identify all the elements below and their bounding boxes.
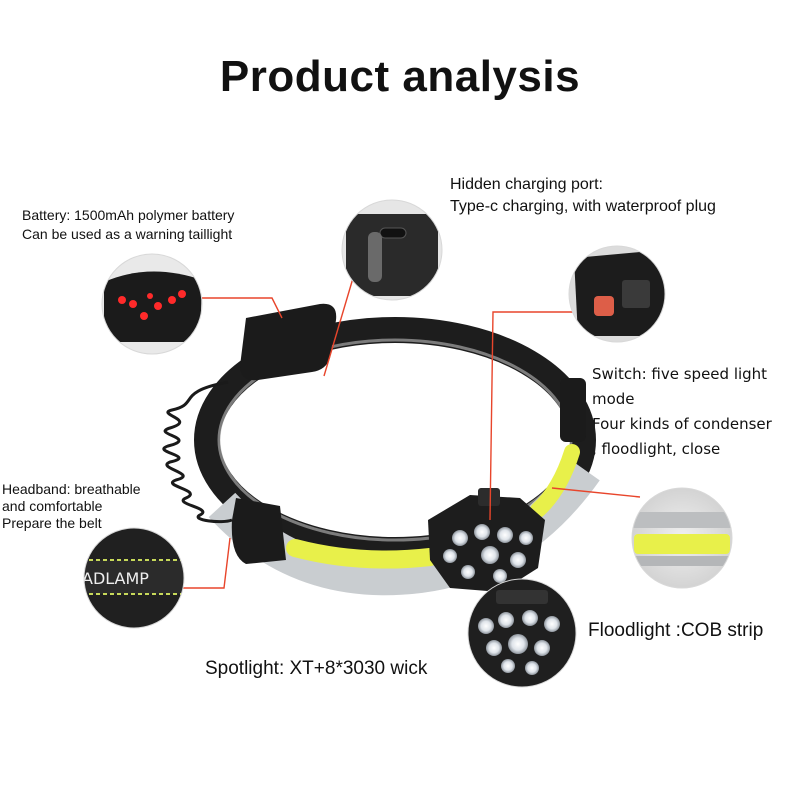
right-side-clip [560,378,586,442]
charging-port-label: Hidden charging port: Type-c charging, w… [450,176,716,215]
leader-line-charging-port [323,267,357,377]
spotlight-label: Spotlight: XT+8*3030 wick [205,658,428,679]
spotlight-detail-callout [468,579,576,687]
left-buckle [231,498,286,564]
lamp-head [428,488,545,592]
leader-line-switch [489,311,580,521]
battery-module [240,303,337,381]
switch-label: Switch: five speed light mode Four kinds… [592,365,772,458]
usb-c-port [379,227,407,239]
cob-detail-callout [632,488,732,588]
headband-detail-callout: ADLAMP [82,528,184,628]
charging-port-callout [342,200,442,300]
leader-line-battery [200,297,283,319]
battery-label: Battery: 1500mAh polymer battery Can be … [22,207,235,242]
headband-label: Headband: breathable and comfortable Pre… [2,481,141,531]
switch-button [478,488,500,506]
floodlight-label: Floodlight :COB strip [588,620,764,641]
coiled-cable [162,380,233,524]
leader-line-headband [182,537,231,589]
band-print-text: ADLAMP [82,569,149,588]
switch-detail-callout [569,246,665,342]
red-taillight-leds [118,290,186,320]
led-cluster [443,524,533,583]
leader-lines [182,267,641,589]
leader-line-floodlight [551,487,641,498]
cob-strip [286,444,580,569]
battery-detail-callout [102,254,202,354]
rubber-plug [368,232,382,282]
page-title: Product analysis [219,52,581,101]
